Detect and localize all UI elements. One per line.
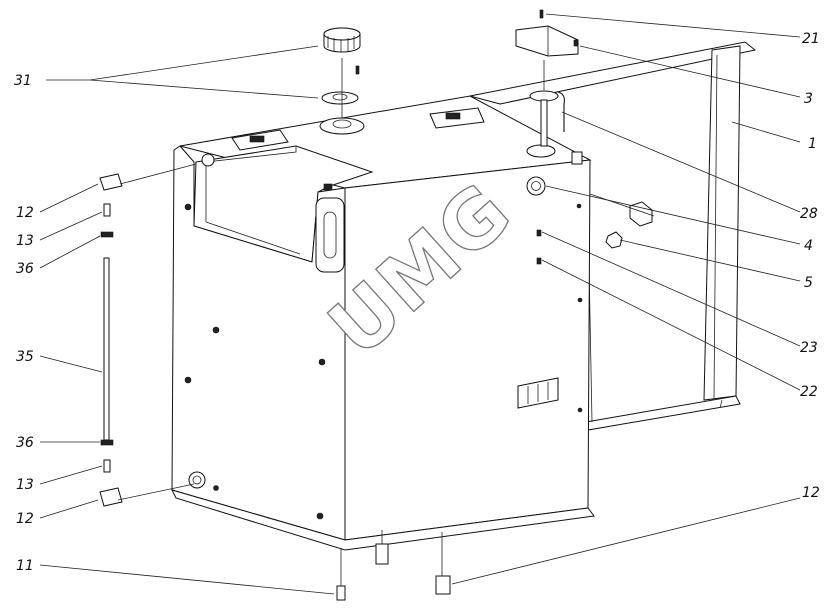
callout-3: 3 bbox=[804, 91, 813, 107]
callout-28: 28 bbox=[800, 206, 818, 222]
callout-23: 23 bbox=[800, 340, 818, 356]
callout-5: 5 bbox=[804, 275, 813, 291]
leader-lines bbox=[39, 13, 801, 595]
callout-12-bottom: 12 bbox=[16, 511, 34, 527]
callout-22: 22 bbox=[800, 384, 818, 400]
screw-22 bbox=[536, 257, 542, 265]
callout-13-bottom: 13 bbox=[16, 477, 34, 493]
plug-and-nut bbox=[605, 201, 653, 249]
callout-36-top: 36 bbox=[16, 261, 34, 277]
screw-23 bbox=[536, 229, 542, 237]
callout-31: 31 bbox=[14, 73, 32, 89]
callout-36-bottom: 36 bbox=[16, 435, 34, 451]
tank-body bbox=[171, 95, 595, 551]
callout-12-right: 12 bbox=[802, 485, 820, 501]
mounting-bracket bbox=[469, 41, 757, 431]
cover-bracket bbox=[515, 9, 579, 57]
drain-fittings bbox=[336, 543, 451, 601]
callout-1: 1 bbox=[808, 136, 817, 152]
callout-35: 35 bbox=[16, 349, 34, 365]
filler-cap bbox=[321, 27, 361, 105]
level-sensor bbox=[529, 90, 565, 147]
callout-4: 4 bbox=[804, 238, 813, 254]
callout-12-top: 12 bbox=[16, 205, 34, 221]
callout-13-top: 13 bbox=[16, 233, 34, 249]
sight-tube-assembly bbox=[99, 173, 123, 507]
callout-21: 21 bbox=[802, 31, 820, 47]
callout-11: 11 bbox=[16, 558, 34, 574]
callout-labels: 31 21 3 1 28 4 5 23 22 12 13 36 35 36 13… bbox=[14, 31, 820, 574]
